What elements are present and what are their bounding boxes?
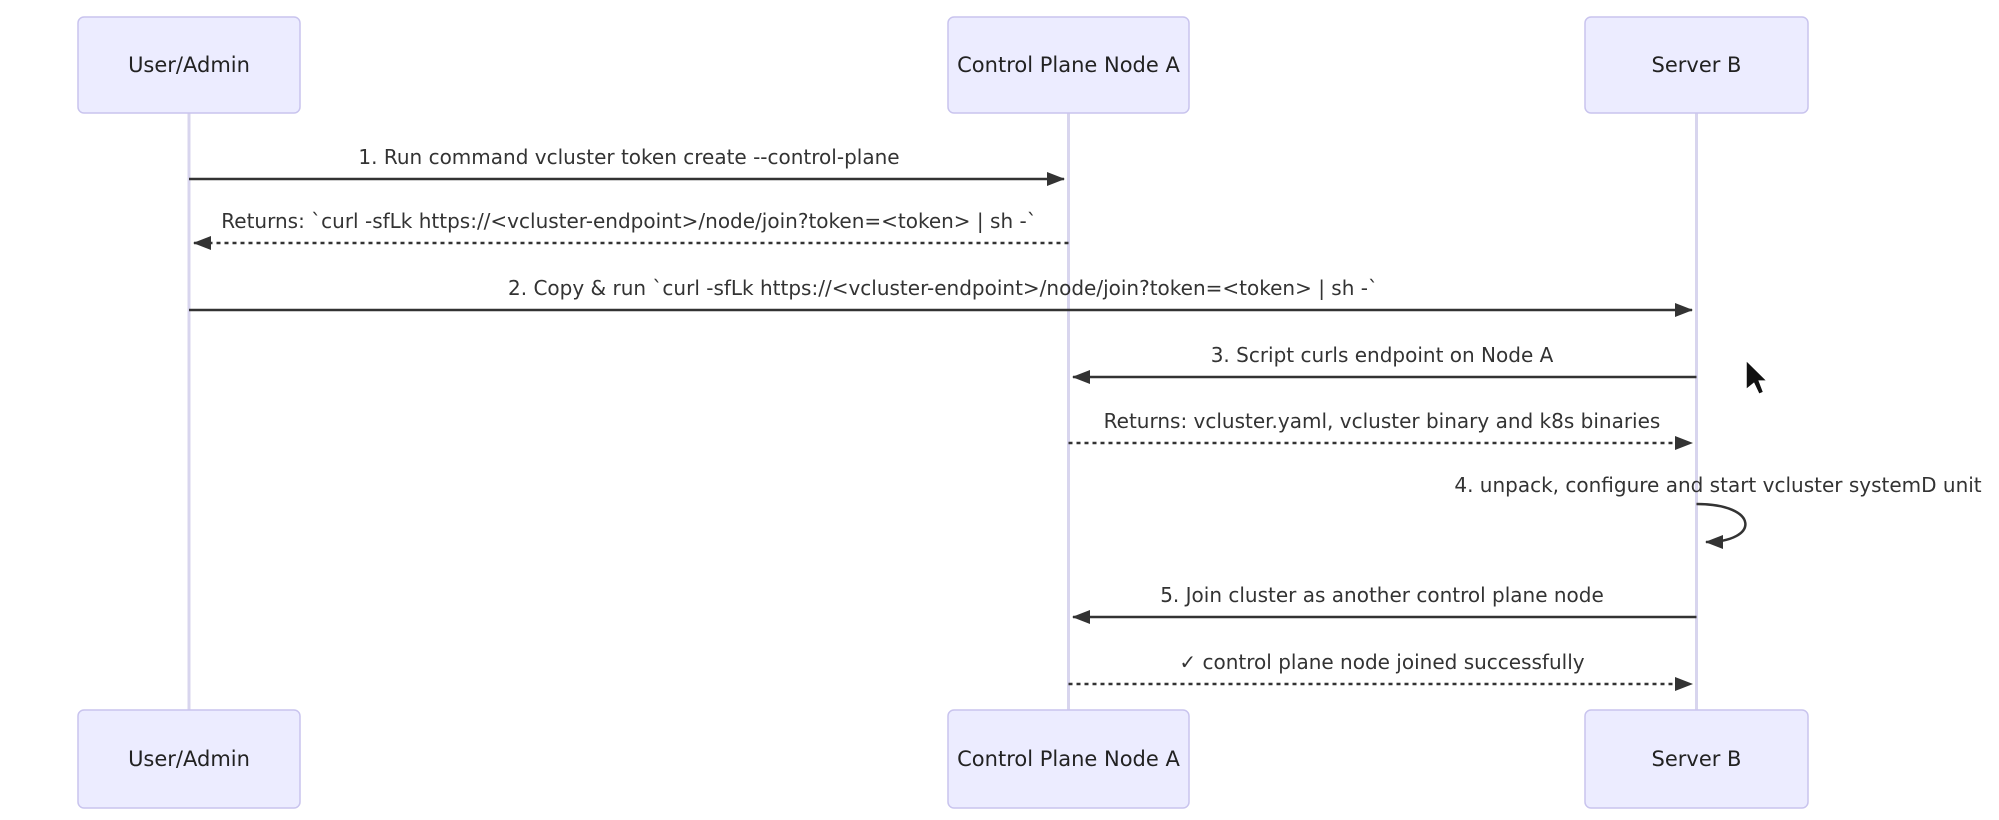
- actor-bottom-user-admin-label: User/Admin: [128, 747, 250, 771]
- message-7-label: 5. Join cluster as another control plane…: [1160, 583, 1604, 607]
- actor-top-user-admin-label: User/Admin: [128, 53, 250, 77]
- actor-top-control-plane-node-a: Control Plane Node A: [947, 16, 1190, 114]
- actor-bottom-server-b: Server B: [1584, 709, 1809, 809]
- actor-top-user-admin: User/Admin: [77, 16, 301, 114]
- message-1-label: 1. Run command vcluster token create --c…: [358, 145, 899, 169]
- actor-bottom-server-b-label: Server B: [1652, 747, 1742, 771]
- actor-bottom-user-admin: User/Admin: [77, 709, 301, 809]
- actor-bottom-control-plane-node-a-label: Control Plane Node A: [957, 747, 1180, 771]
- actor-top-server-b-label: Server B: [1652, 53, 1742, 77]
- message-2-label: Returns: `curl -sfLk https://<vcluster-e…: [221, 209, 1036, 233]
- message-6-label: 4. unpack, configure and start vcluster …: [1454, 473, 1981, 497]
- actor-bottom-control-plane-node-a: Control Plane Node A: [947, 709, 1190, 809]
- message-5-label: Returns: vcluster.yaml, vcluster binary …: [1104, 409, 1661, 433]
- message-3-label: 2. Copy & run `curl -sfLk https://<vclus…: [508, 276, 1378, 300]
- mouse-cursor-icon: [1745, 358, 1770, 396]
- actor-top-server-b: Server B: [1584, 16, 1809, 114]
- message-8-label: ✓ control plane node joined successfully: [1179, 650, 1584, 674]
- message-6-self-loop-arrow: [1696, 502, 1747, 549]
- actor-top-control-plane-node-a-label: Control Plane Node A: [957, 53, 1180, 77]
- message-4-label: 3. Script curls endpoint on Node A: [1211, 343, 1554, 367]
